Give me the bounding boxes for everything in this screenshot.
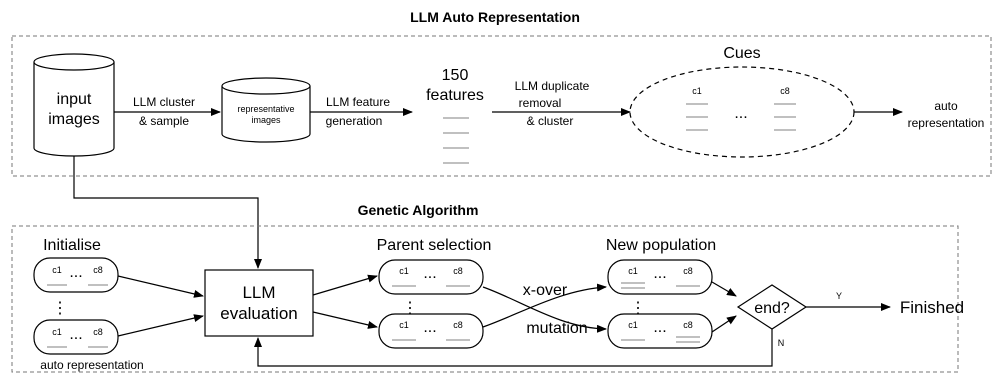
- chromosome-new-top: c1 ... c8: [607, 259, 713, 295]
- chromosome-dots: ...: [423, 265, 436, 282]
- llm-evaluation-line1: LLM: [242, 283, 275, 302]
- initial-vdots: ⋮: [52, 300, 68, 317]
- chromosome-c1: c1: [52, 327, 62, 337]
- eval-to-parent-top-arrow: [312, 274, 378, 296]
- chromosome-c1: c1: [399, 266, 409, 276]
- chromosome-c1: c1: [628, 320, 638, 330]
- eval-to-parent-bottom-arrow: [312, 311, 378, 329]
- input-images-cylinder: input images: [33, 53, 115, 157]
- dup-label-line3: & cluster: [527, 114, 574, 128]
- chromosome-parent-top: c1 ... c8: [378, 259, 484, 295]
- chromosome-initial-top: c1 ... c8: [33, 257, 119, 293]
- chromosome-dots: ...: [423, 319, 436, 336]
- mutation-label: mutation: [526, 320, 587, 337]
- chromosome-dots: ...: [69, 264, 82, 281]
- initialise-label: Initialise: [43, 237, 101, 254]
- chromosome-dots: ...: [69, 326, 82, 343]
- rep-images-line1: representative: [237, 104, 294, 114]
- input-images-line2: images: [48, 111, 100, 128]
- cue-ellipsis: ...: [734, 105, 747, 122]
- parent-selection-label: Parent selection: [377, 237, 492, 254]
- chromosome-dots: ...: [653, 319, 666, 336]
- llm-evaluation-line2: evaluation: [220, 304, 298, 323]
- genetic-algorithm-title: Genetic Algorithm: [358, 202, 479, 218]
- feature-list-lines: [443, 117, 469, 164]
- chromosome-initial-bottom: c1 ... c8: [33, 319, 119, 355]
- auto-rep-line2: representation: [908, 116, 985, 130]
- cluster-label-line2: & sample: [139, 114, 189, 128]
- crossover-arrow-up: [482, 283, 607, 328]
- crossover-arrow-down: [482, 286, 607, 333]
- features-count: 150: [442, 67, 469, 84]
- auto-rep-line1: auto: [934, 99, 958, 113]
- chromosome-c8: c8: [93, 327, 103, 337]
- feature-label-line2: generation: [326, 114, 383, 128]
- chromosome-c8: c8: [453, 320, 463, 330]
- rep-images-line2: images: [251, 115, 281, 125]
- yes-label: Y: [836, 291, 842, 301]
- new-population-vdots: ⋮: [630, 300, 646, 317]
- parent-vdots: ⋮: [402, 300, 418, 317]
- new-top-to-end-arrow: [711, 281, 737, 297]
- features-label: features: [426, 87, 484, 104]
- chromosome-c8: c8: [93, 265, 103, 275]
- cues-title: Cues: [723, 45, 760, 62]
- cue-c1-label: c1: [692, 86, 702, 96]
- cluster-label-line1: LLM cluster: [133, 95, 195, 109]
- chromosome-parent-bottom: c1 ... c8: [378, 313, 484, 349]
- chromosome-new-bottom: c1 ... c8: [607, 313, 713, 349]
- finished-label: Finished: [900, 298, 964, 317]
- chromosome-c8: c8: [683, 320, 693, 330]
- chromosome-c1: c1: [52, 265, 62, 275]
- dup-label-line2: removal: [519, 96, 562, 110]
- llm-evaluation-box: [204, 269, 314, 337]
- initial-top-to-eval-arrow: [117, 275, 204, 298]
- no-loop-arrow: [254, 329, 773, 367]
- cue-c8-label: c8: [780, 86, 790, 96]
- feature-label-line1: LLM feature: [326, 95, 390, 109]
- no-label: N: [778, 338, 785, 348]
- representative-images-cylinder: representative images: [221, 77, 311, 143]
- new-bottom-to-end-arrow: [711, 315, 737, 333]
- new-population-label: New population: [606, 237, 716, 254]
- chromosome-c1: c1: [399, 320, 409, 330]
- genetic-algorithm-frame: [11, 225, 959, 373]
- chromosome-c8: c8: [683, 266, 693, 276]
- chromosome-dots: ...: [653, 265, 666, 282]
- input-images-line1: input: [57, 91, 92, 108]
- cue-lines: [686, 103, 796, 131]
- dup-label-line1: LLM duplicate: [515, 79, 590, 93]
- xover-label: x-over: [523, 282, 568, 299]
- chromosome-c8: c8: [453, 266, 463, 276]
- input-to-evaluation-arrow: [73, 156, 262, 269]
- end-label: end?: [754, 300, 790, 317]
- initial-bottom-to-eval-arrow: [117, 314, 204, 337]
- auto-representation-title: LLM Auto Representation: [410, 9, 580, 25]
- auto-representation-label: auto representation: [40, 358, 143, 372]
- chromosome-c1: c1: [628, 266, 638, 276]
